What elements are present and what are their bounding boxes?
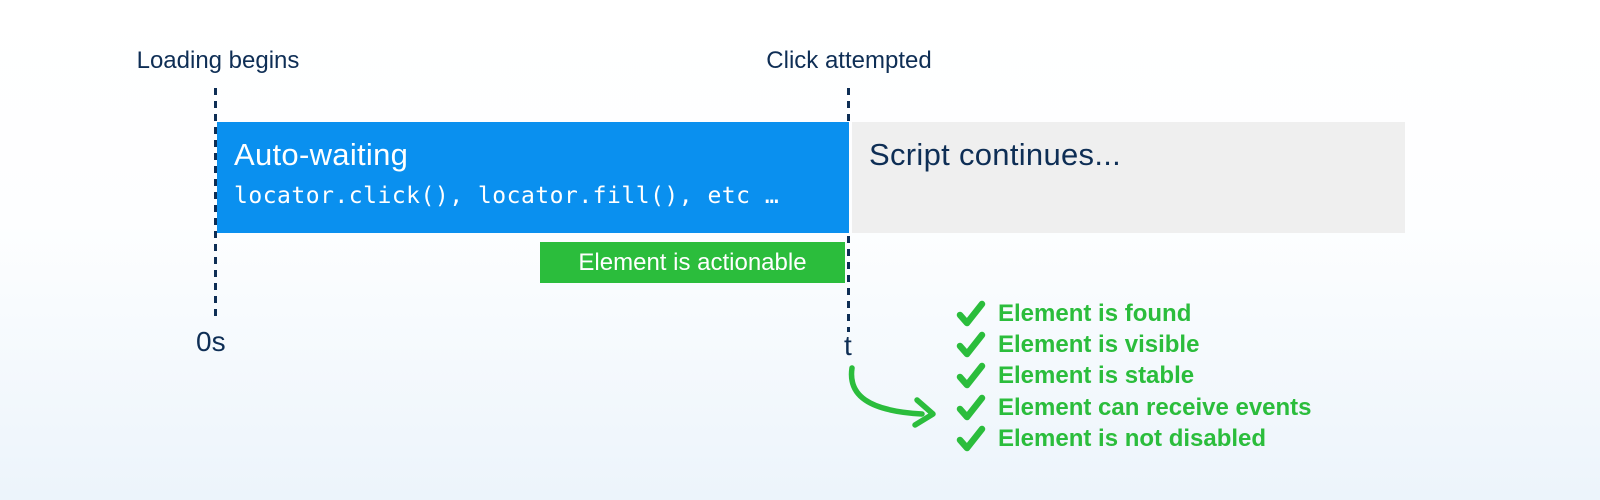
tick-0s: 0s [196, 326, 226, 357]
checkmark-icon [956, 331, 986, 358]
checklist-item-label: Element can receive events [998, 393, 1312, 421]
checkmark-icon [956, 300, 986, 326]
checklist-row: Element is found [956, 298, 1312, 329]
tick-t: t [844, 330, 852, 361]
checklist-row: Element is not disabled [956, 424, 1312, 455]
auto-waiting-bar: Auto-waiting locator.click(), locator.fi… [217, 122, 849, 233]
checkmark-icon [956, 394, 986, 421]
timeline-marker-start [214, 88, 217, 320]
checklist-row: Element is visible [956, 329, 1312, 360]
loading-begins-label: Loading begins [136, 47, 300, 74]
timeline-marker-end-lower [847, 236, 850, 332]
checkmark-icon [956, 426, 986, 452]
checkmark-icon [956, 363, 986, 389]
checklist-row: Element can receive events [956, 392, 1312, 423]
script-continues-bar: Script continues... [852, 122, 1405, 233]
element-actionable-label: Element is actionable [578, 248, 807, 276]
checklist-item-label: Element is visible [998, 331, 1200, 359]
click-attempted-label: Click attempted [766, 47, 932, 74]
checklist-item-label: Element is stable [998, 362, 1195, 390]
element-actionable-badge: Element is actionable [540, 242, 845, 283]
auto-waiting-title: Auto-waiting [234, 137, 409, 172]
timeline-marker-end-upper [847, 88, 850, 121]
actionability-checklist: Element is found Element is visible Elem… [956, 298, 1312, 455]
script-continues-title: Script continues... [869, 137, 1122, 172]
checklist-item-label: Element is found [998, 299, 1192, 327]
auto-waiting-code: locator.click(), locator.fill(), etc … [234, 183, 780, 209]
checklist-item-label: Element is not disabled [998, 425, 1267, 453]
curved-arrow-icon [848, 365, 936, 428]
checklist-row: Element is stable [956, 361, 1312, 392]
